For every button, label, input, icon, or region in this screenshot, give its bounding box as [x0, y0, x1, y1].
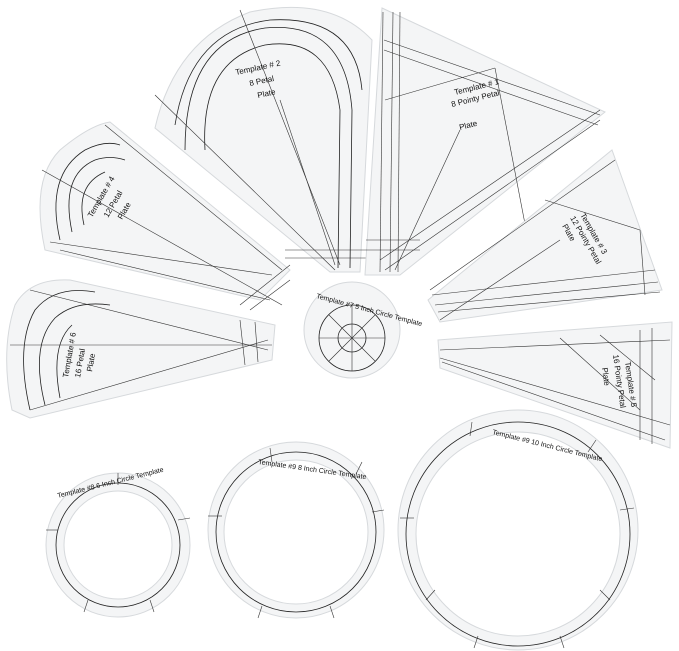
template-6-petal: Template # 6 16 Petal Plate — [6, 279, 276, 419]
template-5-pointy-petal: Template # 5 16 Pointy Petal Plate — [437, 321, 673, 449]
template-1-plate: Plate — [458, 119, 478, 132]
template-3-pointy-petal: Template # 3 12 Pointy Petal Plate — [427, 149, 663, 323]
template-9-ring-large: Template #9 10 Inch Circle Template — [397, 409, 639, 651]
template-2-plate: Plate — [257, 87, 277, 100]
template-4-petal: Template # 4 12 Petal Plate — [39, 121, 291, 311]
template-5-plate: Plate — [600, 367, 612, 387]
template-6-plate: Plate — [85, 352, 97, 372]
template-1-pointy-petal: Template # 1 8 Pointy Petal Plate — [364, 7, 606, 276]
template-9-ring-medium: Template #9 8 Inch Circle Template — [207, 441, 385, 619]
template-8-ring: Template #8 6 Inch Circle Template — [45, 467, 191, 618]
template-2-petal: Template # 2 8 Petal Plate — [154, 6, 373, 273]
template-7-circle: Template #7 5 Inch Circle Template — [303, 281, 423, 379]
